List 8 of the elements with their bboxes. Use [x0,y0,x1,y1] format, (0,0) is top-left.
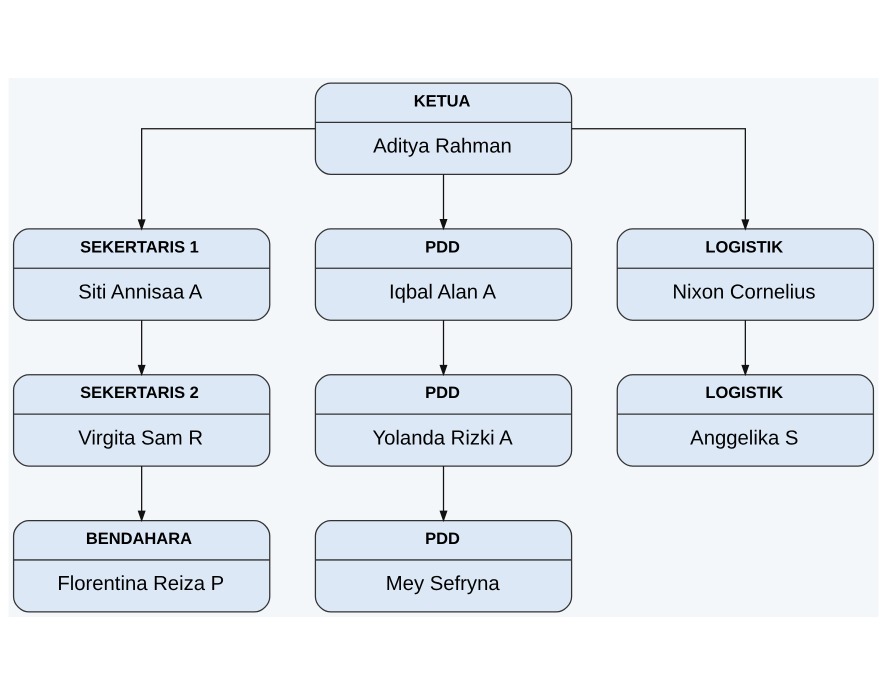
arrow [138,128,316,230]
arrow [138,320,146,376]
arrow [440,174,448,230]
arrow [741,320,750,376]
arrow [138,466,146,522]
arrow [440,320,448,376]
arrow [440,466,448,522]
arrow [572,128,750,230]
